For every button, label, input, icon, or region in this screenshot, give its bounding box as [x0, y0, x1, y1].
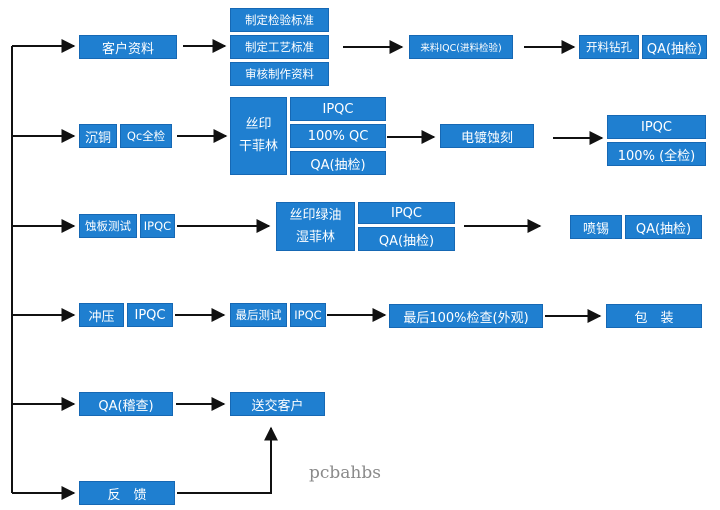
box-silkscreen-dryfilm: 丝印 干菲林: [230, 97, 287, 175]
box-copper-sinking: 沉铜: [79, 124, 117, 148]
box-std-process: 制定工艺标准: [230, 35, 329, 59]
box-feedback: 反 馈: [79, 481, 175, 505]
box-qc-100: 100% QC: [290, 124, 386, 148]
box-final-check: 最后100%检查(外观): [389, 304, 543, 328]
box-customer-data: 客户资料: [79, 35, 177, 59]
box-qa-sampling-r2: QA(抽检): [290, 151, 386, 175]
label-green-oil: 丝印绿油: [289, 207, 342, 223]
box-qa-sampling-r1: QA(抽检): [642, 35, 707, 59]
box-plating-etching: 电镀蚀刻: [440, 124, 534, 148]
label-wet-film: 湿菲林: [295, 229, 335, 245]
box-qc-full: Qc全检: [120, 124, 172, 148]
box-greenoil-wetfilm: 丝印绿油 湿菲林: [276, 202, 355, 251]
box-incoming-iqc: 来料IQC(进料检验): [409, 35, 513, 59]
box-qa-sampling-r3-right: QA(抽检): [625, 215, 702, 239]
box-ipqc-r3-mid: IPQC: [358, 202, 455, 224]
box-ipqc-r3: IPQC: [140, 214, 175, 238]
box-ipqc-r4: IPQC: [127, 303, 173, 327]
box-stamping: 冲压: [79, 303, 124, 327]
watermark-text: pcbahbs: [309, 463, 381, 483]
box-packing: 包 装: [606, 304, 702, 328]
box-ipqc-r4-mid: IPQC: [290, 303, 326, 327]
box-qa-audit: QA(稽查): [79, 392, 173, 416]
box-tin-spray: 喷锡: [570, 215, 622, 239]
box-deliver: 送交客户: [230, 392, 325, 416]
label-silkscreen: 丝印: [245, 117, 272, 132]
box-final-test: 最后测试: [230, 303, 287, 327]
label-dry-film: 干菲林: [238, 139, 278, 154]
box-cutting-drilling: 开料钻孔: [579, 35, 639, 59]
box-full-100: 100% (全检): [607, 142, 706, 166]
box-etch-test: 蚀板测试: [79, 214, 137, 238]
arrow-feedback: [177, 426, 278, 494]
box-std-inspection: 制定检验标准: [230, 8, 329, 32]
box-ipqc-r2: IPQC: [290, 97, 386, 121]
box-review-data: 审核制作资料: [230, 62, 329, 86]
box-ipqc-r2-right: IPQC: [607, 115, 706, 139]
box-qa-sampling-r3-mid: QA(抽检): [358, 227, 455, 251]
